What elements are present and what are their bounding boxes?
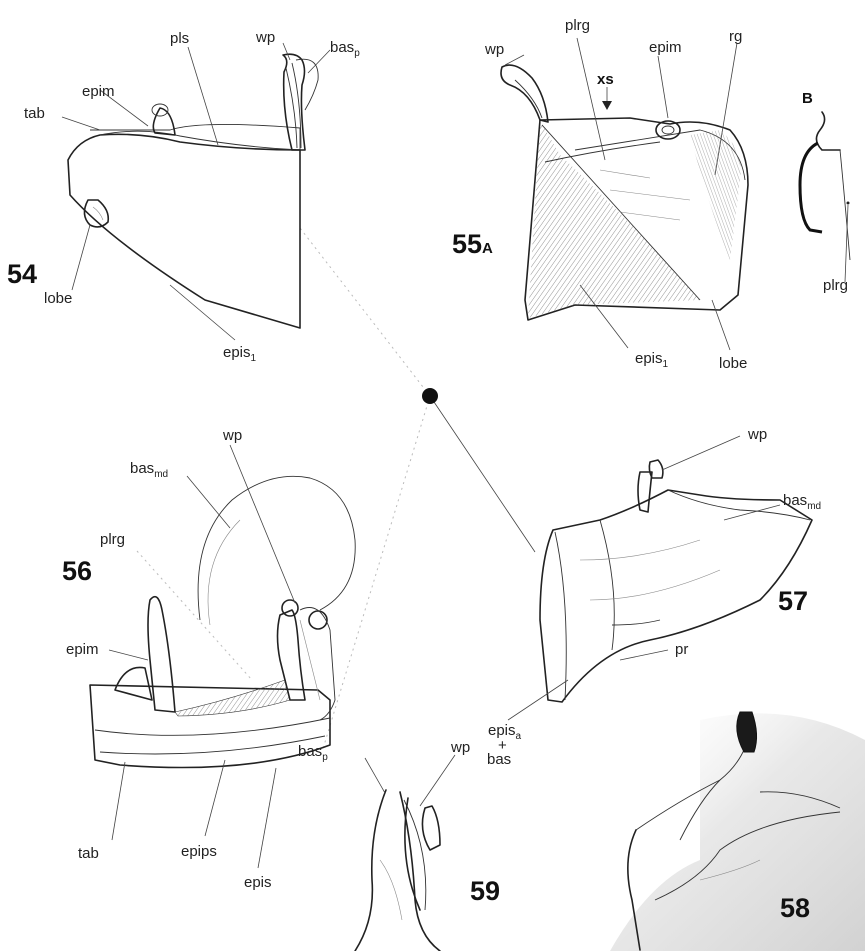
center-marker	[300, 228, 535, 752]
f54-epim-label: epim	[82, 83, 115, 100]
f59-wp-label: wp	[450, 739, 470, 756]
f54-wp-label: wp	[255, 29, 275, 46]
figure-55-number: 55A	[452, 229, 493, 259]
f55-xs-label: xs	[597, 71, 614, 88]
f54-lobe-label: lobe	[44, 290, 72, 307]
f54-tab-label: tab	[24, 105, 45, 122]
figure-59-drawing	[355, 755, 455, 951]
f55-epim-label: epim	[649, 39, 682, 56]
figure-54-number: 54	[7, 259, 37, 289]
figure-58-number: 58	[780, 893, 810, 923]
f55b-plrg-label: plrg	[823, 277, 848, 294]
f55-wp-label: wp	[484, 41, 504, 58]
figure-58-drawing	[610, 712, 865, 951]
f55-plrg-label: plrg	[565, 17, 590, 34]
f54-epis-label: epis1	[223, 344, 257, 364]
figure-55b-letter: B	[802, 90, 813, 107]
f57-bas2-label: bas	[487, 751, 511, 768]
f56-epim-label: epim	[66, 641, 99, 658]
f55-lobe-label: lobe	[719, 355, 747, 372]
figure-59-number: 59	[470, 876, 500, 906]
figure-57-number: 57	[778, 586, 808, 616]
figure-56-drawing	[90, 445, 355, 868]
f54-bas-label: basp	[330, 39, 360, 59]
figure-55a-drawing	[501, 38, 748, 350]
f56-epis-label: epis	[244, 874, 272, 891]
f55-epis-label: epis1	[635, 350, 669, 370]
f56-plrg-label: plrg	[100, 531, 125, 548]
f55-rg-label: rg	[729, 28, 742, 45]
f57-wp-label: wp	[747, 426, 767, 443]
f56-tab-label: tab	[78, 845, 99, 862]
figure-56-number: 56	[62, 556, 92, 586]
f57-pr-label: pr	[675, 641, 688, 658]
f56-bas-label: basmd	[130, 460, 168, 480]
f57-bas-label: basmd	[783, 492, 821, 512]
f56-epips-label: epips	[181, 843, 217, 860]
f56-wp-label: wp	[222, 427, 242, 444]
f59-bas-label: basp	[298, 743, 328, 763]
f54-pls-label: pls	[170, 30, 189, 47]
figure-57-drawing	[508, 436, 812, 720]
figure-55b-drawing	[800, 112, 850, 282]
